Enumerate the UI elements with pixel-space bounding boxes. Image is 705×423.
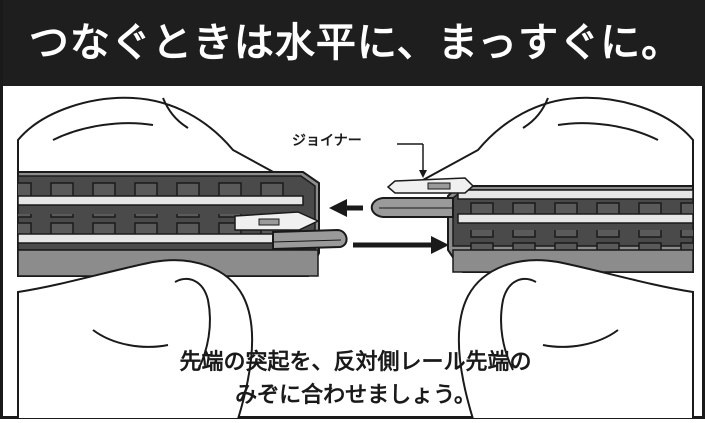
left-lower-hand — [17, 259, 254, 420]
track-connection-illustration — [17, 96, 694, 420]
joiner-label: ジョイナー — [292, 133, 362, 149]
caption-line-2: みぞに合わせましょう。 — [235, 383, 476, 408]
caption-line-1: 先端の突起を、反対側レール先端の — [179, 350, 532, 375]
right-track — [447, 185, 694, 273]
assembly-illustration: ジョイナー 先端の突起を、反対側レール先端の みぞに合わせましょう。 — [3, 86, 705, 420]
left-connector-tab — [272, 228, 348, 251]
right-connector-tab — [370, 197, 454, 218]
title-banner: つなぐときは水平に、まっすぐに。 — [3, 0, 705, 86]
left-track — [17, 171, 320, 277]
joiner-callout-leader — [397, 143, 427, 178]
banner-title: つなぐときは水平に、まっすぐに。 — [28, 20, 683, 66]
right-upper-hand — [420, 96, 694, 196]
left-upper-hand — [17, 96, 291, 196]
right-lower-hand — [457, 259, 694, 420]
arrow-right-icon — [353, 236, 449, 254]
arrow-left-icon — [329, 199, 363, 217]
